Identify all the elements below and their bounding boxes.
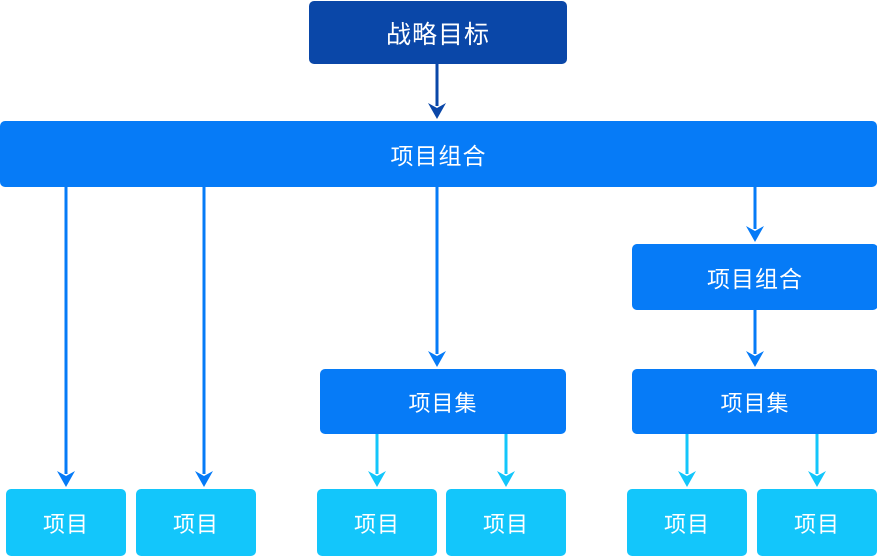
connector-e-program2-project5 (678, 434, 696, 487)
connector-e-program2-project6 (808, 434, 826, 487)
node-strategy[interactable]: 战略目标 (309, 1, 567, 64)
node-label: 项目 (793, 511, 840, 537)
node-portfolio-2[interactable]: 项目组合 (632, 244, 877, 310)
node-label: 项目集 (408, 390, 478, 416)
node-label: 项目 (482, 511, 529, 537)
arrow-head-icon (746, 226, 764, 242)
node-project-4[interactable]: 项目 (446, 489, 566, 556)
connector-e-portfolio-portfolio2 (746, 187, 764, 242)
arrow-head-icon (368, 471, 386, 487)
node-label: 项目 (172, 511, 219, 537)
node-project-6[interactable]: 项目 (757, 489, 877, 556)
node-label: 项目 (42, 511, 89, 537)
arrow-head-icon (195, 471, 213, 487)
node-project-5[interactable]: 项目 (627, 489, 747, 556)
node-program-1[interactable]: 项目集 (320, 369, 566, 434)
node-project-3[interactable]: 项目 (317, 489, 437, 556)
connector-e-portfolio2-program2 (746, 310, 764, 367)
arrow-head-icon (428, 351, 446, 367)
arrow-head-icon (497, 471, 515, 487)
node-program-2[interactable]: 项目集 (632, 369, 877, 434)
connector-e-portfolio-project2 (195, 187, 213, 487)
arrow-head-icon (746, 351, 764, 367)
node-label: 战略目标 (385, 20, 490, 49)
node-portfolio-main[interactable]: 项目组合 (0, 121, 877, 187)
arrow-head-icon (57, 471, 75, 487)
node-project-1[interactable]: 项目 (6, 489, 126, 556)
connector-e-portfolio-program1 (428, 187, 446, 367)
arrow-head-icon (428, 103, 446, 119)
connector-e-strategy-portfolio (428, 63, 446, 119)
node-project-2[interactable]: 项目 (136, 489, 256, 556)
node-label: 项目组合 (390, 143, 487, 169)
connector-e-program1-project3 (368, 434, 386, 487)
node-label: 项目集 (720, 390, 790, 416)
connector-e-portfolio-project1 (57, 187, 75, 487)
node-label: 项目 (663, 511, 710, 537)
node-label: 项目组合 (707, 266, 803, 292)
node-label: 项目 (353, 511, 400, 537)
arrow-head-icon (808, 471, 826, 487)
arrow-head-icon (678, 471, 696, 487)
connector-e-program1-project4 (497, 434, 515, 487)
